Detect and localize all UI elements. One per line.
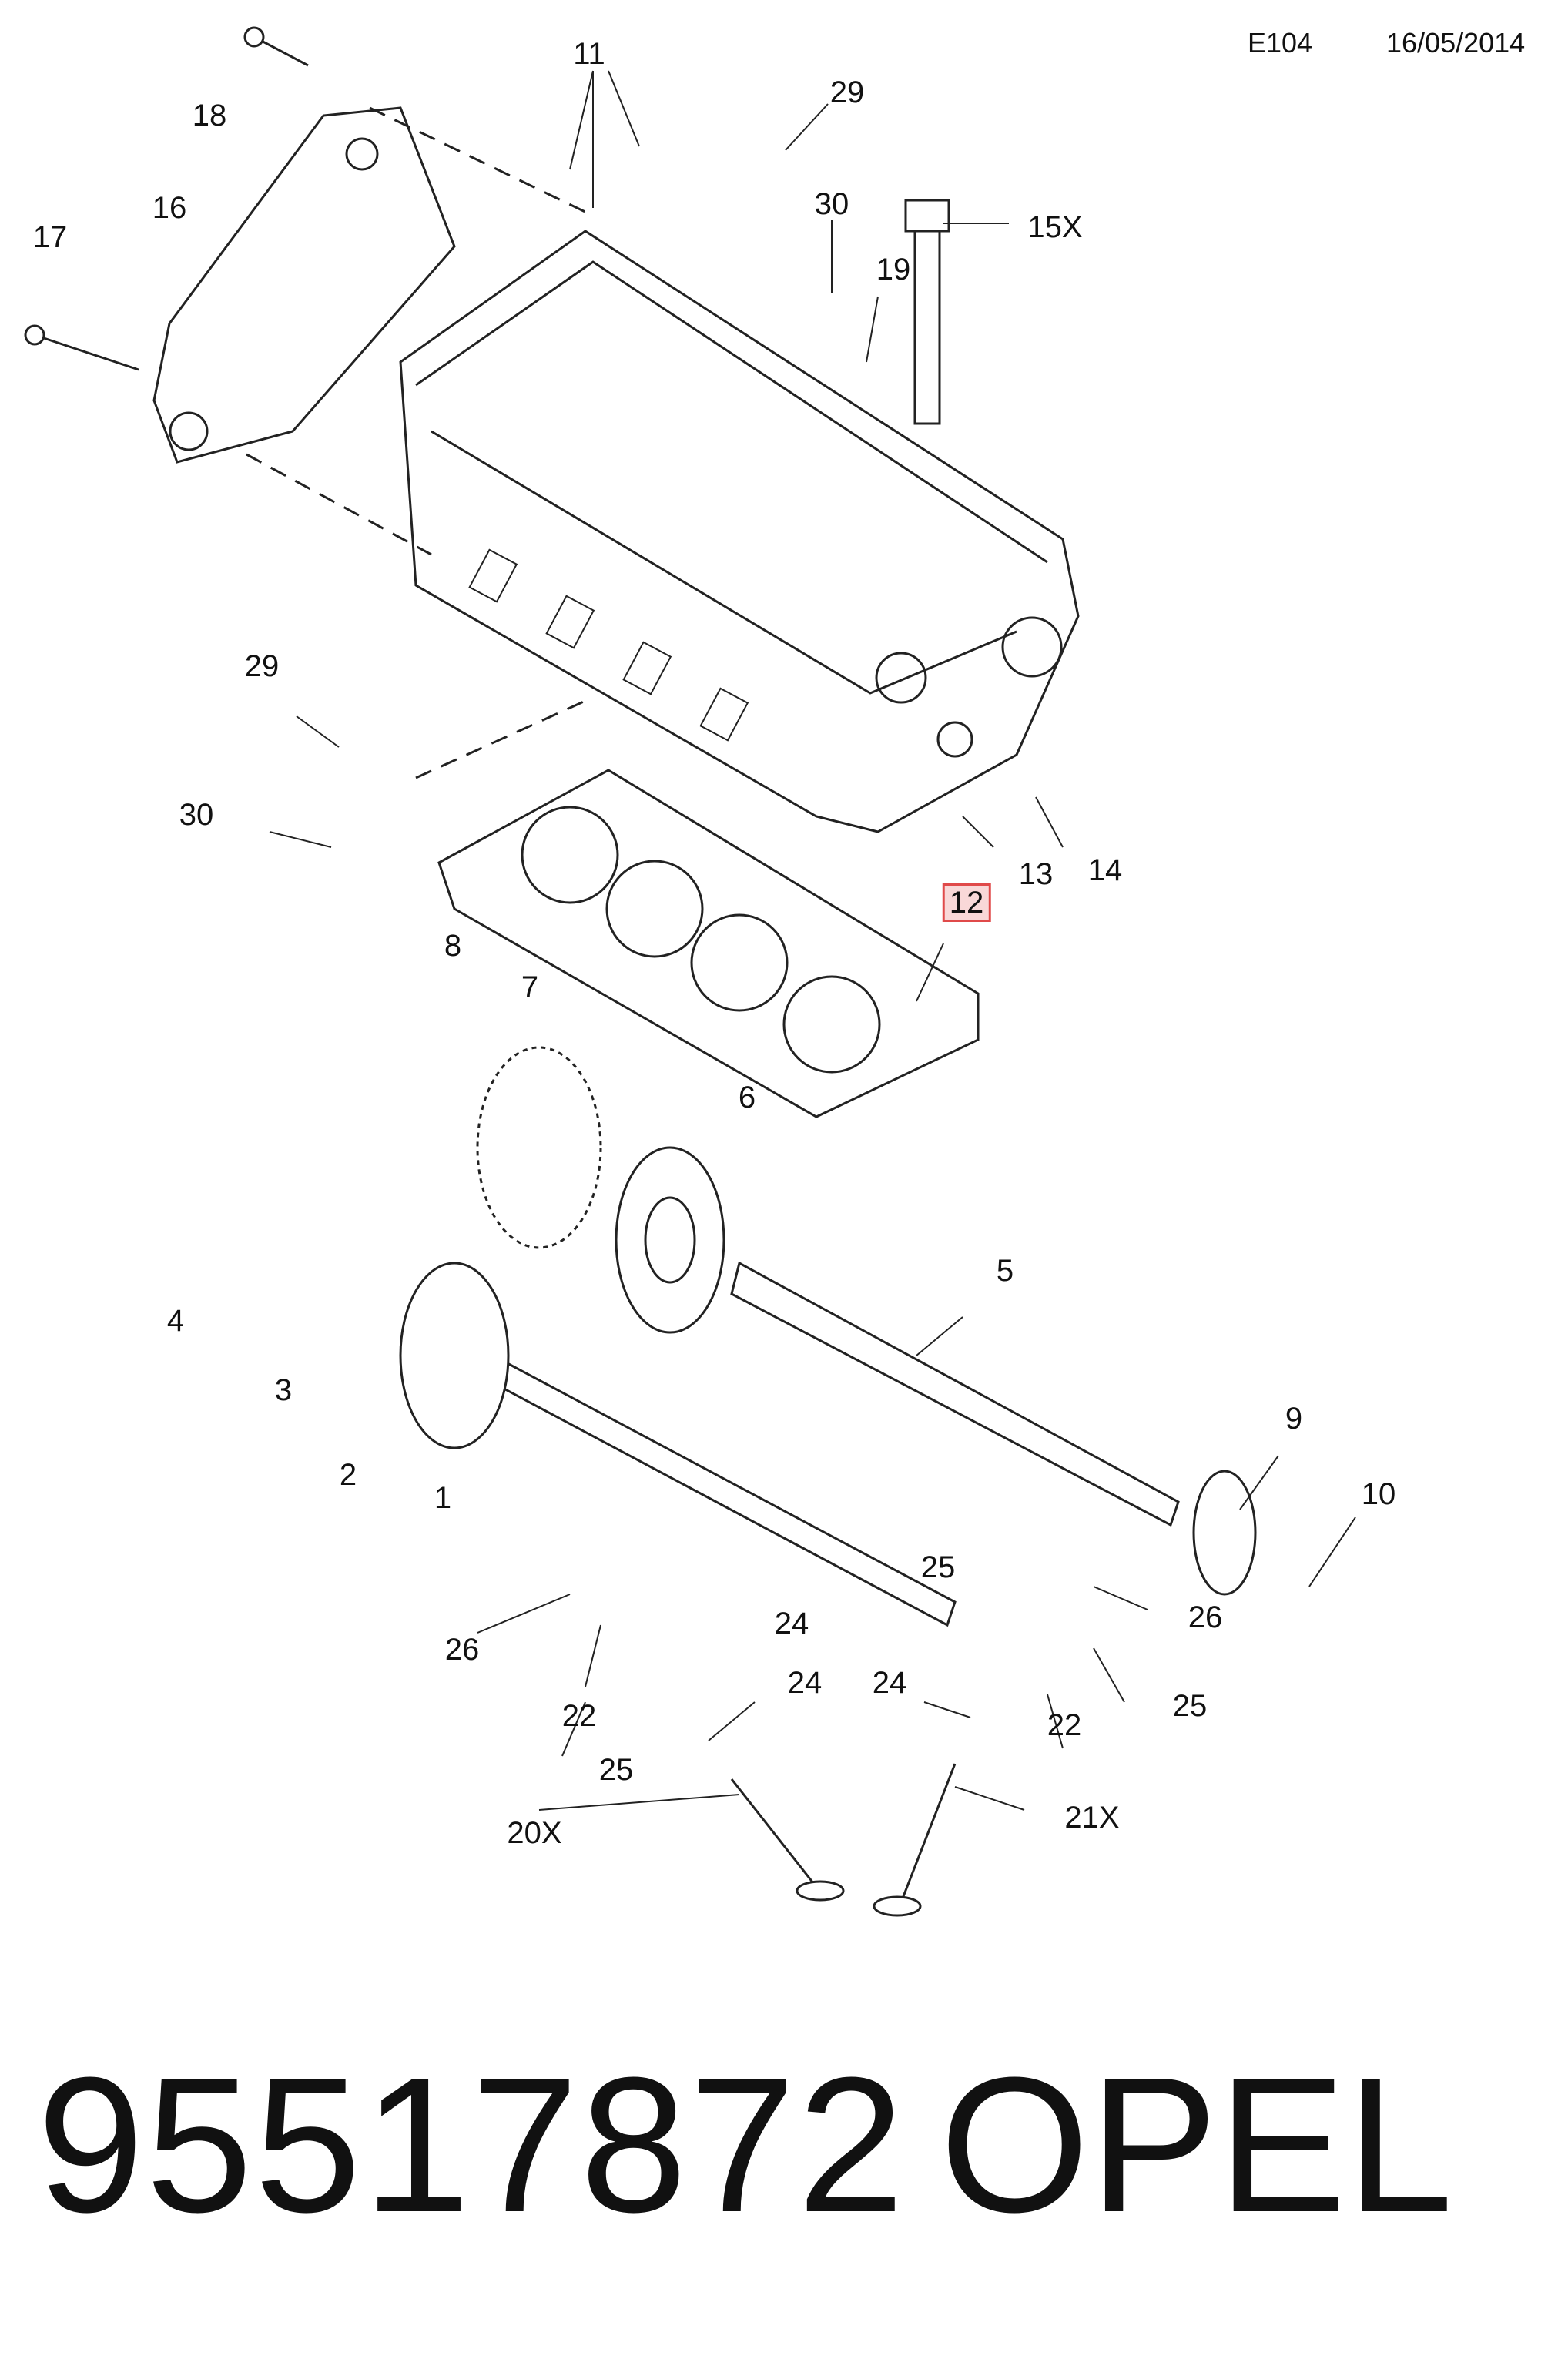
callout-2: 2 [339, 1458, 357, 1492]
callout-29: 29 [244, 649, 280, 683]
callout-27: 29 [829, 75, 865, 109]
callout-14: 14 [1087, 853, 1123, 887]
callout-17: 17 [32, 220, 68, 254]
callout-24-left: 25 [598, 1753, 634, 1787]
callout-11: 11 [573, 37, 605, 71]
callout-10: 10 [1361, 1477, 1396, 1511]
guide-lines [246, 106, 594, 779]
callout-3: 3 [274, 1373, 293, 1407]
sprocket-and-gear [476, 1046, 725, 1334]
valves [730, 1763, 957, 1917]
callout-13: 13 [1018, 857, 1054, 891]
callout-1: 1 [434, 1481, 452, 1515]
callout-26-left: 26 [444, 1633, 480, 1667]
bolt-15x [904, 199, 950, 425]
callout-19: 19 [876, 253, 911, 287]
callout-25-right: 25 [1172, 1689, 1208, 1723]
callout-26-right: 26 [1188, 1600, 1223, 1634]
part-number: 95517872 [37, 2037, 906, 2252]
callout-22-right: 22 [1047, 1708, 1082, 1742]
callout-25-left: 24 [774, 1607, 809, 1640]
callout-28: 30 [814, 187, 849, 221]
engine-bracket [152, 106, 456, 464]
callout-4: 4 [166, 1304, 185, 1338]
diagram-code: E104 [1248, 27, 1313, 59]
diagram-date: 16/05/2014 [1386, 27, 1526, 59]
callout-6: 6 [738, 1081, 756, 1114]
head-gasket [437, 769, 980, 1118]
callout-20x: 20X [507, 1816, 562, 1850]
callout-18: 18 [192, 99, 227, 132]
callout-16: 16 [152, 191, 187, 225]
callout-21x: 21X [1064, 1801, 1120, 1835]
callout-7: 7 [521, 970, 539, 1004]
callout-22-left: 22 [561, 1699, 597, 1733]
callout-15x: 15X [1027, 210, 1083, 244]
callout-8: 8 [444, 929, 462, 963]
callout-24-right: 25 [920, 1550, 956, 1584]
callout-23-right: 24 [872, 1666, 907, 1700]
callout-5: 5 [996, 1254, 1014, 1288]
camshafts [399, 1261, 1257, 1627]
cylinder-head [399, 230, 1080, 833]
callout-23-left: 24 [787, 1666, 823, 1700]
callout-9: 9 [1285, 1402, 1303, 1436]
callout-12[interactable]: 12 [942, 883, 991, 922]
callout-30: 30 [179, 798, 214, 832]
brand-name: OPEL [940, 2037, 1453, 2252]
bolts-17-18 [24, 26, 309, 371]
leader-lines [269, 70, 1356, 1811]
